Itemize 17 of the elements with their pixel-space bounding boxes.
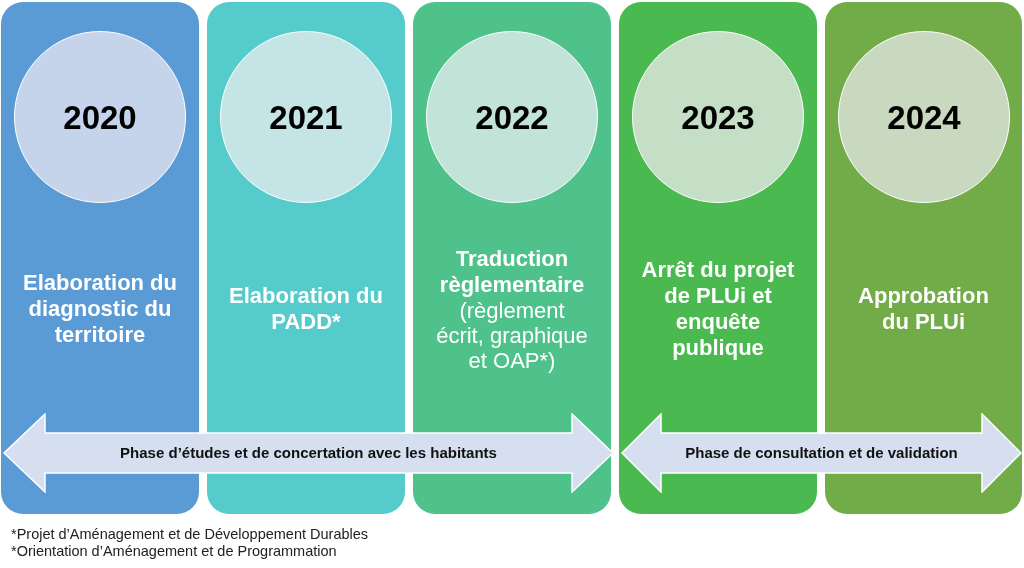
phase-detail: (règlement écrit, graphique et OAP*) <box>435 297 589 373</box>
double-arrow-band <box>621 413 1022 493</box>
year-label: 2021 <box>269 100 343 134</box>
phase-title: Elaboration du PADD* <box>228 283 384 335</box>
phase-label: Phase de consultation et de validation <box>685 444 958 462</box>
phase-label: Phase d’études et de concertation avec les habitants <box>120 444 497 462</box>
footnote: *Projet d’Aménagement et de Développement Durables <box>11 526 369 543</box>
phase-title: Arrêt du projet de PLUi et enquête publique <box>640 257 796 361</box>
year-label: 2023 <box>681 100 755 134</box>
year-label: 2024 <box>887 100 961 134</box>
footnote: *Orientation d’Aménagement et de Programmation <box>11 543 337 560</box>
phase-title: Approbation du PLUi <box>857 283 990 335</box>
year-label: 2020 <box>63 100 137 134</box>
phase-title: Elaboration du diagnostic du territoire <box>22 270 178 348</box>
double-arrow-band <box>3 413 614 493</box>
phase-title: Traduction règlementaire <box>438 245 586 298</box>
year-label: 2022 <box>475 100 549 134</box>
